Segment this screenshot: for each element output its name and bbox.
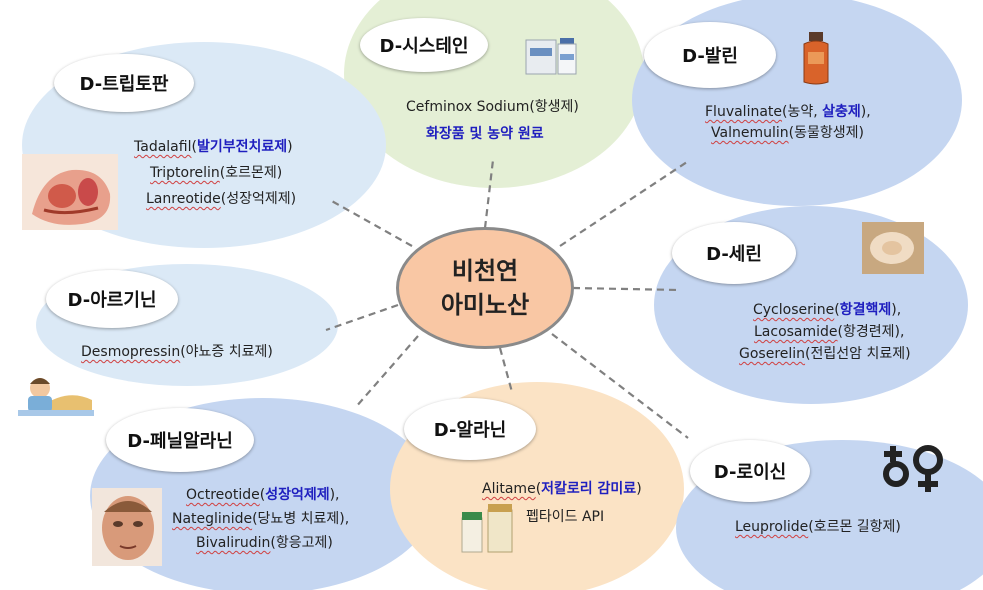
alanine-line-2: 펩타이드 API (526, 509, 605, 525)
connector-arginine (325, 303, 399, 332)
leucine-line-1: Leuprolide(호르몬 길항제) (735, 516, 901, 536)
connector-phenylalanine (354, 335, 419, 409)
leucine-line-1-note: (호르몬 길항제) (808, 519, 901, 535)
phenylalanine-line-1-highlight: 성장억제제 (265, 487, 330, 503)
serine-line-3-note: (전립선암 치료제) (805, 346, 911, 362)
valine-line-1: Fluvalinate(농약, 살충제), (705, 101, 871, 121)
drug-leuprolide: Leuprolide (735, 519, 809, 535)
phenylalanine-line-3: Bivalirudin(항응고제) (196, 532, 333, 552)
valine-line-1-note-b: ), (860, 104, 871, 120)
phenylalanine-line-2-note: (당뇨병 치료제), (252, 511, 350, 527)
serine-line-2-note: (항경련제), (837, 324, 905, 340)
drug-desmopressin: Desmopressin (81, 344, 181, 360)
title-d-serine: D-세린 (672, 222, 796, 284)
title-d-leucine: D-로이신 (690, 440, 810, 502)
tryptophan-line-1-note-a: ( (191, 139, 197, 155)
gender-symbol-icon (880, 440, 946, 494)
phenylalanine-line-1: Octreotide(성장억제제), (186, 484, 340, 504)
drug-octreotide: Octreotide (186, 487, 260, 503)
drug-cycloserine: Cycloserine (753, 302, 835, 318)
valine-line-2: Valnemulin(동물항생제) (711, 122, 864, 142)
drug-bivalirudin: Bivalirudin (196, 535, 271, 551)
alanine-line-1-note-b: ) (636, 481, 642, 497)
serine-line-1: Cycloserine(항결핵제), (753, 299, 901, 319)
alanine-line-1: Alitame(저칼로리 감미료) (482, 478, 642, 498)
arginine-line-1-note: (야뇨증 치료제) (180, 344, 273, 360)
valine-line-2-note: (동물항생제) (788, 125, 864, 141)
drug-lacosamide: Lacosamide (754, 324, 838, 340)
drug-nateglinide: Nateglinide (172, 511, 253, 527)
serine-line-1-note-b: ), (891, 302, 902, 318)
tryptophan-line-2: Triptorelin(호르몬제) (150, 162, 282, 182)
drug-lanreotide: Lanreotide (146, 191, 221, 207)
tryptophan-line-3: Lanreotide(성장억제제) (146, 188, 296, 208)
title-d-valine: D-발린 (644, 22, 776, 88)
drug-goserelin: Goserelin (739, 346, 806, 362)
center-line-2: 아미노산 (440, 291, 530, 319)
sleeping-child-image (18, 366, 94, 420)
connector-serine (572, 286, 681, 292)
valine-line-1-note-a: (농약, (782, 104, 823, 120)
face-photo-image (92, 488, 162, 566)
tryptophan-line-1-highlight: 발기부전치료제 (196, 139, 288, 155)
title-d-alanine: D-알라닌 (404, 398, 536, 460)
powder-bottles-image (458, 500, 516, 556)
title-d-cysteine: D-시스테인 (360, 18, 488, 72)
tryptophan-line-1-note-b: ) (287, 139, 293, 155)
cysteine-line-2: 화장품 및 농약 원료 (426, 126, 544, 142)
cysteine-line-1: Cefminox Sodium(항생제) (406, 99, 579, 115)
vial-bottles-image (524, 32, 578, 78)
title-d-arginine: D-아르기닌 (46, 270, 178, 328)
center-node: 비천연 아미노산 (396, 227, 574, 349)
tissue-sample-image (862, 222, 924, 274)
phenylalanine-line-3-note: (항응고제) (270, 535, 333, 551)
drug-valnemulin: Valnemulin (711, 125, 789, 141)
arginine-line-1: Desmopressin(야뇨증 치료제) (81, 341, 273, 361)
serine-line-1-highlight: 항결핵제 (839, 302, 892, 318)
serine-line-1-note-a: ( (834, 302, 840, 318)
drug-tadalafil: Tadalafil (134, 139, 192, 155)
alanine-line-1-note-a: ( (535, 481, 542, 497)
drug-alitame: Alitame (482, 481, 536, 497)
connector-alanine (498, 347, 514, 393)
connector-cysteine (483, 159, 495, 229)
title-d-tryptophan: D-트립토판 (54, 54, 194, 112)
phenylalanine-line-1-note-b: ), (329, 487, 340, 503)
anatomy-illustration-image (22, 154, 118, 230)
serine-line-2: Lacosamide(항경련제), (754, 321, 904, 341)
connector-valine (559, 159, 691, 247)
drug-triptorelin: Triptorelin (150, 165, 220, 181)
drug-fluvalinate: Fluvalinate (705, 104, 783, 120)
connector-leucine (551, 333, 689, 439)
alanine-line-1-highlight: 저칼로리 감미료 (541, 481, 637, 497)
connector-tryptophan (329, 199, 413, 247)
valine-line-1-highlight: 살충제 (822, 104, 861, 120)
tryptophan-line-3-note: (성장억제제) (220, 191, 297, 207)
center-line-1: 비천연 (451, 257, 519, 285)
title-d-phenylalanine: D-페닐알라닌 (106, 408, 254, 472)
serine-line-3: Goserelin(전립선암 치료제) (739, 343, 911, 363)
phenylalanine-line-1-note-a: ( (259, 487, 266, 503)
tryptophan-line-2-note: (호르몬제) (219, 165, 283, 181)
tryptophan-line-1: Tadalafil(발기부전치료제) (134, 136, 293, 156)
amber-bottle-image (798, 30, 834, 86)
phenylalanine-line-2: Nateglinide(당뇨병 치료제), (172, 508, 349, 528)
